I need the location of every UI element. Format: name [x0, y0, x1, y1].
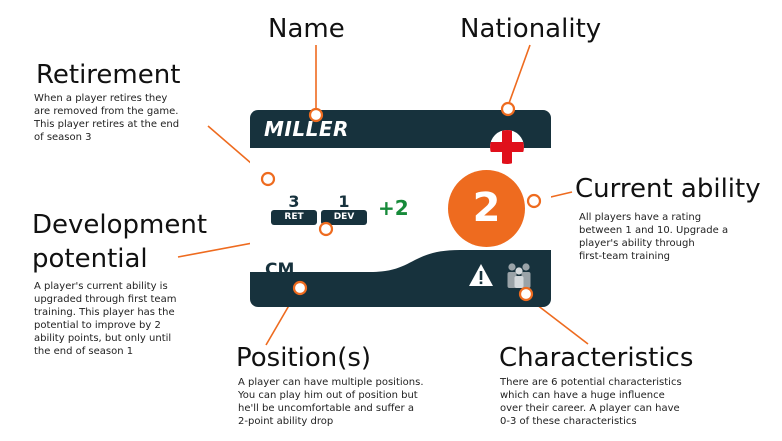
development-heading-line2: potential [32, 244, 148, 274]
position-description: A player can have multiple positions. Yo… [238, 377, 424, 427]
current-ability-heading: Current ability [575, 174, 761, 204]
dev-tag: DEV [321, 210, 367, 225]
development-description: A player's current ability is upgraded t… [34, 281, 177, 357]
player-name: MILLER [264, 117, 349, 141]
position-marker [292, 280, 308, 296]
name-heading: Name [268, 14, 345, 44]
characteristics-marker [518, 286, 534, 302]
development-marker [318, 221, 334, 237]
nationality-heading: Nationality [460, 14, 602, 44]
england-flag-icon [490, 130, 524, 164]
card-footer-band [250, 250, 551, 307]
nationality-leader-line [507, 44, 531, 107]
player-position: CM [265, 260, 295, 280]
people-icon [507, 263, 531, 288]
position-heading: Position(s) [236, 343, 372, 373]
characteristics-description: There are 6 potential characteristics wh… [500, 377, 682, 427]
retirement-marker [260, 171, 276, 187]
ability-marker [526, 193, 542, 209]
name-marker [308, 107, 324, 123]
player-card: MILLER 3 RET 1 DEV +2 2 CM [250, 110, 551, 307]
development-bonus: +2 [378, 196, 409, 220]
retire-tag: RET [271, 210, 317, 225]
retirement-description: When a player retires they are removed f… [34, 93, 180, 143]
current-ability-description: All players have a rating between 1 and … [579, 212, 729, 262]
development-heading-line1: Development [32, 210, 208, 240]
characteristics-heading: Characteristics [499, 343, 694, 373]
retirement-heading: Retirement [36, 60, 181, 90]
dev-season-value: 1 [338, 192, 350, 211]
nationality-marker [500, 101, 516, 117]
retire-season-value: 3 [288, 192, 300, 211]
warning-icon [469, 264, 493, 286]
current-ability-badge: 2 [448, 170, 525, 247]
